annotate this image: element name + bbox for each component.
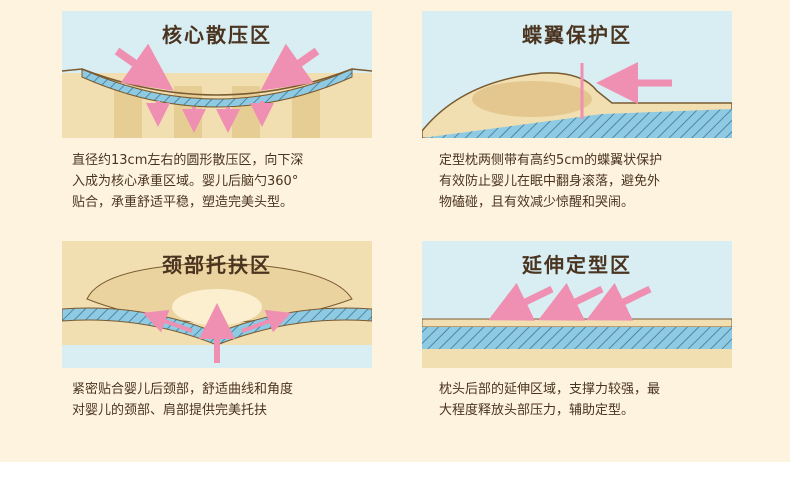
- section-title: 延伸定型区: [422, 249, 732, 278]
- description-line: 有效防止婴儿在眠中翻身滚落，避免外: [439, 174, 661, 189]
- section-title-text: 蝶翼保护区: [522, 23, 632, 47]
- neck-zone-illustration: 颈部托扶区: [62, 241, 372, 368]
- section-title: 蝶翼保护区: [422, 19, 732, 48]
- description-line: 枕头后部的延伸区域，支撑力较强，最: [439, 382, 661, 397]
- description-line: 入成为核心承重区域。婴儿后脑勺360°: [72, 174, 299, 189]
- description-line: 贴合，承重舒适平稳，塑造完美头型。: [72, 195, 294, 210]
- description-line: 对婴儿的颈部、肩部提供完美托扶: [72, 403, 268, 418]
- core-zone-description: 直径约13cm左右的圆形散压区，向下深 入成为核心承重区域。婴儿后脑勺360° …: [72, 150, 372, 213]
- neck-zone-description: 紧密贴合婴儿后颈部，舒适曲线和角度 对婴儿的颈部、肩部提供完美托扶: [72, 379, 372, 421]
- description-line: 物磕碰，且有效减少惊醒和哭闹。: [439, 195, 635, 210]
- section-title: 颈部托扶区: [62, 249, 372, 278]
- extension-zone-illustration: 延伸定型区: [422, 241, 732, 368]
- description-line: 定型枕两侧带有高约5cm的蝶翼状保护: [439, 153, 663, 168]
- bottom-strip: [0, 462, 790, 492]
- section-title-text: 核心散压区: [162, 23, 272, 47]
- wing-zone-description: 定型枕两侧带有高约5cm的蝶翼状保护 有效防止婴儿在眠中翻身滚落，避免外 物磕碰…: [439, 150, 739, 213]
- wing-zone-illustration: 蝶翼保护区: [422, 11, 732, 138]
- section-title-text: 颈部托扶区: [162, 253, 272, 277]
- core-zone-illustration: 核心散压区: [62, 11, 372, 138]
- description-line: 直径约13cm左右的圆形散压区，向下深: [72, 153, 304, 168]
- section-title-text: 延伸定型区: [522, 253, 632, 277]
- description-line: 大程度释放头部压力，辅助定型。: [439, 403, 635, 418]
- section-title: 核心散压区: [62, 19, 372, 48]
- extension-zone-description: 枕头后部的延伸区域，支撑力较强，最 大程度释放头部压力，辅助定型。: [439, 379, 739, 421]
- description-line: 紧密贴合婴儿后颈部，舒适曲线和角度: [72, 382, 294, 397]
